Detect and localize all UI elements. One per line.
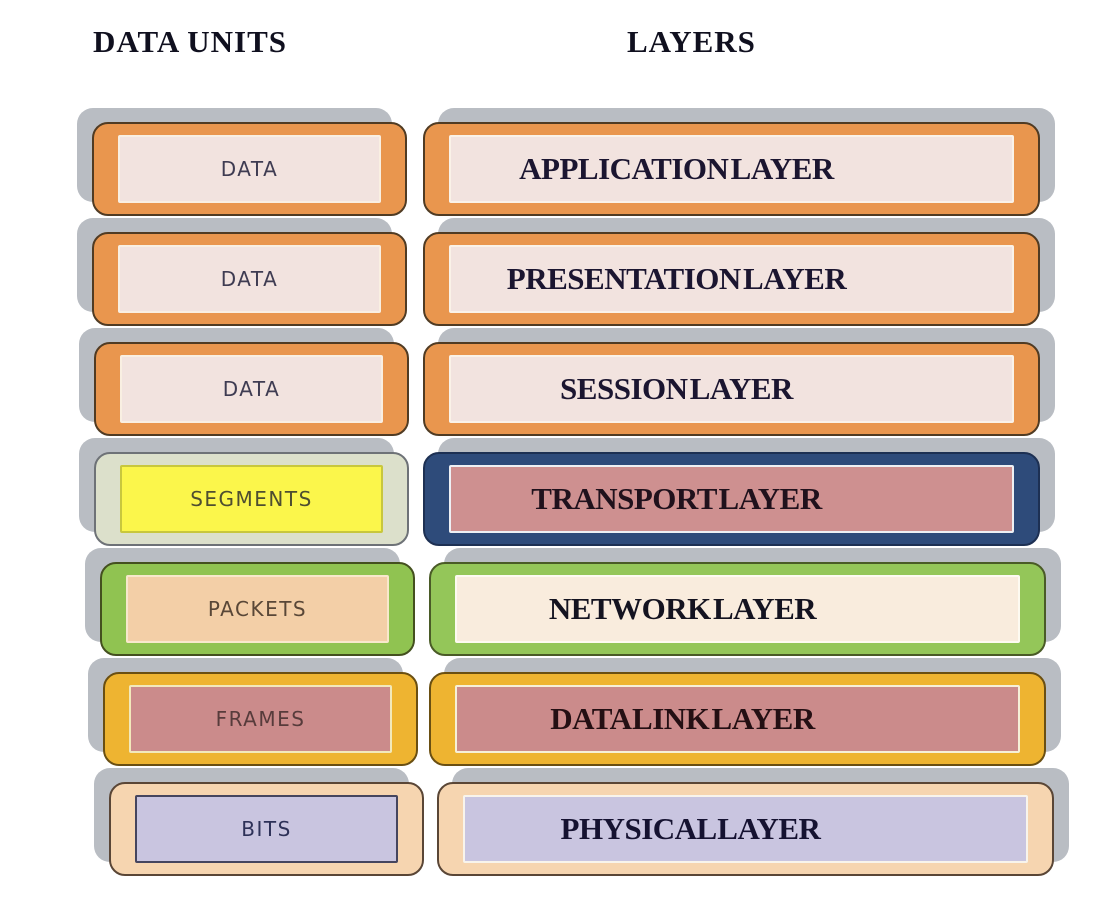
- osi-row: DATA PRESENTATION LAYER: [0, 232, 1102, 326]
- osi-row: SEGMENTS TRANSPORT LAYER: [0, 452, 1102, 546]
- data-unit-inner-panel: FRAMES: [129, 685, 392, 753]
- layer-label: PRESENTATION LAYER: [506, 261, 847, 296]
- layer-box: DATA LINK LAYER: [429, 672, 1046, 766]
- layer-box: TRANSPORT LAYER: [423, 452, 1040, 546]
- layer-label: SESSION LAYER: [560, 371, 793, 406]
- layer-box: APPLICATION LAYER: [423, 122, 1040, 216]
- osi-row: BITS PHYSICAL LAYER: [0, 782, 1102, 876]
- data-unit-label: DATA: [220, 157, 279, 181]
- data-unit-inner-panel: SEGMENTS: [120, 465, 383, 533]
- data-unit-label: SEGMENTS: [190, 487, 313, 511]
- data-unit-box: BITS: [109, 782, 424, 876]
- layer-box: PHYSICAL LAYER: [437, 782, 1054, 876]
- data-unit-label: DATA: [220, 267, 279, 291]
- layer-box: NETWORK LAYER: [429, 562, 1046, 656]
- data-unit-label: BITS: [241, 817, 292, 841]
- data-unit-label: DATA: [222, 377, 281, 401]
- data-unit-inner-panel: DATA: [118, 135, 381, 203]
- data-unit-box: DATA: [92, 122, 407, 216]
- data-unit-box: DATA: [92, 232, 407, 326]
- osi-row: DATA SESSION LAYER: [0, 342, 1102, 436]
- osi-row: FRAMES DATA LINK LAYER: [0, 672, 1102, 766]
- data-unit-label: FRAMES: [215, 707, 306, 731]
- data-unit-inner-panel: DATA: [118, 245, 381, 313]
- layer-inner-panel: DATA LINK LAYER: [455, 685, 1020, 753]
- layer-label: PHYSICAL LAYER: [560, 811, 821, 846]
- data-unit-label: PACKETS: [207, 597, 308, 621]
- layer-inner-panel: PRESENTATION LAYER: [449, 245, 1014, 313]
- data-unit-box: SEGMENTS: [94, 452, 409, 546]
- layer-box: SESSION LAYER: [423, 342, 1040, 436]
- layer-inner-panel: NETWORK LAYER: [455, 575, 1020, 643]
- layer-inner-panel: SESSION LAYER: [449, 355, 1014, 423]
- data-unit-inner-panel: BITS: [135, 795, 398, 863]
- column-header-data-units: DATA UNITS: [93, 24, 288, 59]
- data-unit-box: DATA: [94, 342, 409, 436]
- layer-label: APPLICATION LAYER: [519, 151, 834, 186]
- layer-inner-panel: TRANSPORT LAYER: [449, 465, 1014, 533]
- layer-label: DATA LINK LAYER: [550, 701, 815, 736]
- data-unit-box: PACKETS: [100, 562, 415, 656]
- osi-row: DATA APPLICATION LAYER: [0, 122, 1102, 216]
- layer-label: NETWORK LAYER: [548, 591, 817, 626]
- column-header-layers: LAYERS: [627, 24, 756, 59]
- layer-label: TRANSPORT LAYER: [531, 481, 822, 516]
- data-unit-inner-panel: DATA: [120, 355, 383, 423]
- data-unit-inner-panel: PACKETS: [126, 575, 389, 643]
- data-unit-box: FRAMES: [103, 672, 418, 766]
- osi-row: PACKETS NETWORK LAYER: [0, 562, 1102, 656]
- layer-inner-panel: APPLICATION LAYER: [449, 135, 1014, 203]
- layer-box: PRESENTATION LAYER: [423, 232, 1040, 326]
- layer-inner-panel: PHYSICAL LAYER: [463, 795, 1028, 863]
